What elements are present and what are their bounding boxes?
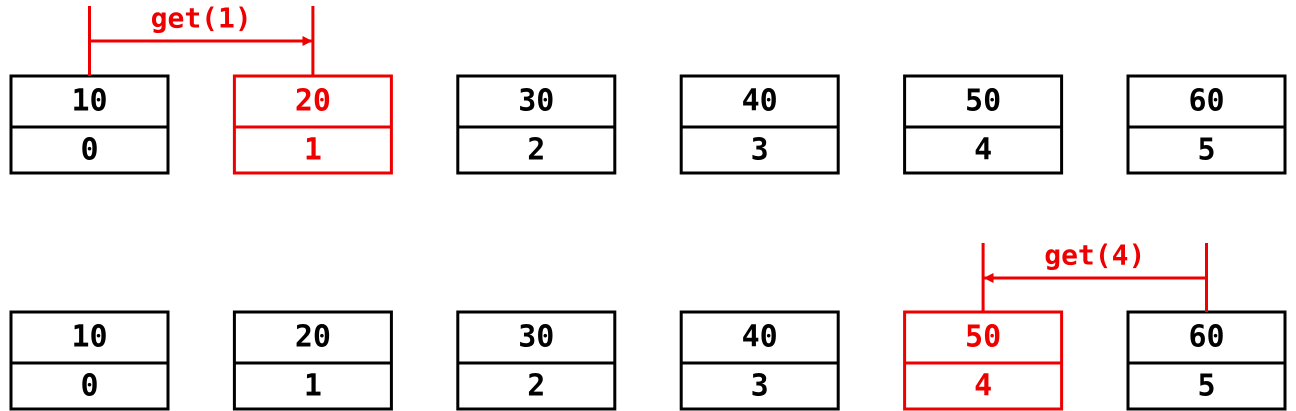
- cell-index: 4: [974, 133, 992, 168]
- array-cell: 403: [679, 310, 840, 411]
- array-cell: 201: [232, 310, 393, 411]
- get-operation-arrow: get(1): [88, 2, 315, 76]
- cell-value: 60: [1188, 84, 1224, 119]
- cell-value: 40: [742, 84, 778, 119]
- array-cell-highlighted: 201: [232, 74, 393, 175]
- cell-index: 3: [751, 133, 769, 168]
- cell-box: [456, 310, 617, 411]
- cell-value: 60: [1188, 320, 1224, 355]
- cell-index: 1: [304, 133, 322, 168]
- cell-index: 3: [751, 369, 769, 404]
- cell-box: [456, 74, 617, 175]
- operation-label: get(1): [151, 2, 252, 35]
- cell-index: 0: [80, 369, 98, 404]
- cell-box: [679, 74, 840, 175]
- array-cell: 605: [1126, 310, 1287, 411]
- cell-value: 50: [965, 320, 1001, 355]
- array-cell: 100: [9, 310, 170, 411]
- cell-index: 1: [304, 369, 322, 404]
- array-cell: 100: [9, 74, 170, 175]
- cell-box: [232, 74, 393, 175]
- cell-value: 40: [742, 320, 778, 355]
- array-cell: 605: [1126, 74, 1287, 175]
- cell-box: [903, 74, 1064, 175]
- array-cell: 403: [679, 74, 840, 175]
- cell-value: 10: [71, 320, 107, 355]
- cell-value: 50: [965, 84, 1001, 119]
- cell-value: 30: [518, 84, 554, 119]
- cell-value: 20: [295, 320, 331, 355]
- cell-index: 4: [974, 369, 992, 404]
- cell-index: 2: [527, 133, 545, 168]
- array-cell: 504: [903, 74, 1064, 175]
- operation-label: get(4): [1044, 239, 1145, 272]
- cell-box: [679, 310, 840, 411]
- cell-index: 2: [527, 369, 545, 404]
- cell-value: 10: [71, 84, 107, 119]
- cell-index: 0: [80, 133, 98, 168]
- array-cell: 302: [456, 74, 617, 175]
- get-operation-arrow: get(4): [981, 239, 1208, 312]
- cell-value: 20: [295, 84, 331, 119]
- cell-value: 30: [518, 320, 554, 355]
- cell-box: [1126, 74, 1287, 175]
- cell-index: 5: [1197, 133, 1215, 168]
- array-cell: 302: [456, 310, 617, 411]
- cell-box: [9, 310, 170, 411]
- cell-box: [232, 310, 393, 411]
- array-cell-highlighted: 504: [903, 310, 1064, 411]
- cell-box: [1126, 310, 1287, 411]
- cell-box: [9, 74, 170, 175]
- cell-index: 5: [1197, 369, 1215, 404]
